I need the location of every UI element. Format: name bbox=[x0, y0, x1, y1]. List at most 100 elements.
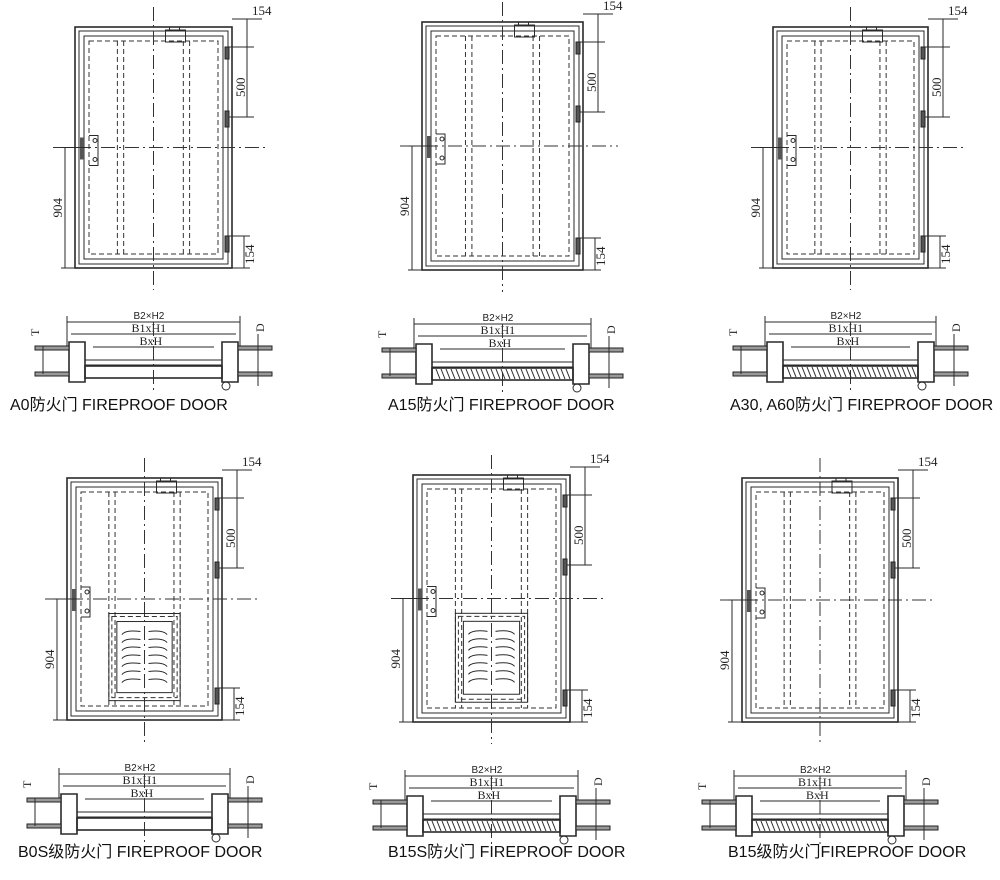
dim-handle-height: 904 bbox=[717, 650, 732, 670]
section-hinge-pin bbox=[887, 835, 897, 845]
door-closer-arm bbox=[866, 26, 877, 32]
hinge-icon bbox=[224, 110, 230, 128]
insulation-hatch bbox=[901, 366, 907, 378]
louver-blade bbox=[467, 638, 488, 643]
door-closer-icon bbox=[156, 480, 177, 494]
louver-blade bbox=[148, 662, 168, 667]
louver-blade bbox=[495, 630, 516, 635]
dim-handle-height: 904 bbox=[748, 198, 763, 218]
insulation-hatch bbox=[520, 368, 526, 380]
section-hinge-pin bbox=[572, 383, 582, 393]
insulation-hatch bbox=[906, 366, 912, 378]
dim-top-offset: 154 bbox=[590, 451, 610, 466]
hinge-icon bbox=[920, 110, 926, 128]
bulkhead-wall bbox=[372, 825, 408, 831]
vent-grille-border bbox=[457, 615, 526, 700]
insulation-hatch bbox=[880, 820, 886, 832]
dim-thickness-t: T bbox=[695, 782, 709, 790]
insulation-hatch bbox=[496, 820, 502, 832]
dim-thickness-t: T bbox=[366, 782, 380, 790]
handle-icon bbox=[436, 133, 446, 165]
insulation-hatch bbox=[545, 368, 551, 380]
insulation-hatch bbox=[540, 368, 546, 380]
dim-bottom-offset: 154 bbox=[908, 698, 923, 718]
insulation-hatch bbox=[431, 820, 437, 832]
insulation-hatch bbox=[805, 820, 811, 832]
dim-frame-b1h1: B1xH1 bbox=[798, 775, 833, 789]
louver-blade bbox=[148, 670, 168, 675]
section-door-leaf bbox=[782, 365, 919, 379]
insulation-hatch bbox=[510, 368, 516, 380]
handle-screw bbox=[430, 589, 436, 594]
hinge-icon bbox=[224, 235, 230, 253]
bulkhead-wall bbox=[381, 347, 417, 353]
insulation-hatch bbox=[470, 368, 476, 380]
insulation-hatch bbox=[846, 366, 852, 378]
insulation-hatch bbox=[550, 368, 556, 380]
section-leaf-skin bbox=[84, 359, 223, 366]
dim-clear-bh: BxH bbox=[806, 788, 829, 802]
louver-blade bbox=[495, 662, 516, 667]
insulation-hatch bbox=[816, 366, 822, 378]
insulation-hatch bbox=[521, 820, 527, 832]
insulation-hatch bbox=[780, 820, 786, 832]
louver-blade bbox=[467, 662, 488, 667]
insulation-hatch bbox=[785, 820, 791, 832]
dim-handle-height: 904 bbox=[50, 198, 65, 218]
dim-clear-bh: BxH bbox=[489, 336, 512, 350]
hinge-icon bbox=[575, 41, 581, 55]
insulation-hatch bbox=[760, 820, 766, 832]
dim-clear-bh: BxH bbox=[837, 334, 860, 348]
insulation-hatch bbox=[770, 820, 776, 832]
insulation-hatch bbox=[860, 820, 866, 832]
insulation-hatch bbox=[480, 368, 486, 380]
handle-screw bbox=[759, 609, 765, 615]
insulation-hatch bbox=[851, 366, 857, 378]
bulkhead-wall bbox=[237, 371, 273, 377]
hinge-icon bbox=[890, 497, 896, 511]
dim-hinge-spacing: 500 bbox=[899, 529, 914, 549]
dim-depth-d: D bbox=[243, 775, 257, 784]
section-leaf-skin bbox=[431, 361, 574, 368]
vent-grille-inner bbox=[116, 621, 173, 694]
insulation-hatch bbox=[511, 820, 517, 832]
hinge-icon bbox=[214, 687, 220, 705]
insulation-hatch bbox=[505, 368, 511, 380]
hinge-icon bbox=[575, 105, 581, 123]
dim-overall-b2h2: B2×H2 bbox=[831, 311, 862, 322]
bulkhead-wall bbox=[227, 823, 263, 829]
bulkhead-wall bbox=[381, 373, 417, 379]
louver-blade bbox=[148, 678, 168, 683]
insulation-hatch bbox=[460, 368, 466, 380]
louver-blade bbox=[467, 630, 488, 635]
insulation-hatch bbox=[795, 820, 801, 832]
insulation-hatch bbox=[801, 366, 807, 378]
bulkhead-wall bbox=[933, 345, 969, 351]
insulation-hatch bbox=[555, 368, 561, 380]
dim-overall-b2h2: B2×H2 bbox=[472, 765, 503, 776]
dim-hinge-spacing: 500 bbox=[233, 78, 248, 98]
louver-blade bbox=[121, 638, 141, 643]
dim-depth-d: D bbox=[949, 323, 963, 332]
insulation-hatch bbox=[786, 366, 792, 378]
insulation-hatch bbox=[466, 820, 472, 832]
insulation-hatch bbox=[500, 368, 506, 380]
handle-screw bbox=[790, 157, 796, 162]
insulation-hatch bbox=[811, 366, 817, 378]
door-closer-icon bbox=[514, 24, 535, 38]
insulation-hatch bbox=[560, 368, 566, 380]
insulation-hatch bbox=[426, 820, 432, 832]
insulation-hatch bbox=[825, 820, 831, 832]
insulation-hatch bbox=[806, 366, 812, 378]
dim-handle-height: 904 bbox=[397, 196, 412, 216]
louver-blade bbox=[121, 646, 141, 651]
dim-bottom-offset: 154 bbox=[242, 244, 257, 264]
door-closer-arm bbox=[835, 477, 847, 483]
door-closer-icon bbox=[165, 29, 186, 43]
